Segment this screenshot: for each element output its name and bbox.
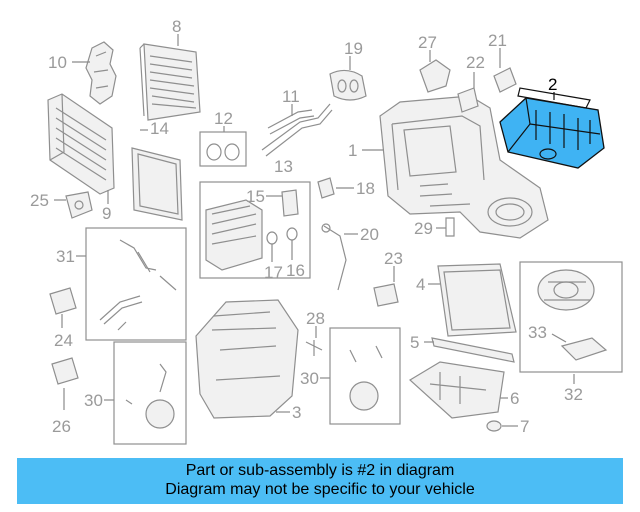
callout-12: 12 [214, 109, 233, 128]
part-7-screw: 7 [486, 417, 529, 436]
part-21-motor: 21 [488, 31, 517, 93]
info-banner: Part or sub-assembly is #2 in diagram Di… [17, 458, 623, 504]
part-13-group: 13 15 17 16 [199, 157, 311, 282]
part-3-lower-housing: 3 [195, 299, 301, 422]
part-12-seals: 12 [199, 109, 247, 167]
callout-18: 18 [356, 179, 375, 198]
callout-4: 4 [416, 275, 425, 294]
part-23-resistor: 23 [373, 249, 403, 307]
callout-28: 28 [306, 309, 325, 328]
part-6-tray: 6 [408, 361, 519, 419]
callout-8: 8 [172, 17, 181, 36]
banner-line-1: Part or sub-assembly is #2 in diagram [185, 462, 455, 479]
part-19-gasket: 19 [329, 39, 367, 101]
callout-7: 7 [520, 417, 529, 436]
part-25-actuator: 25 [30, 191, 93, 219]
callout-10: 10 [48, 53, 67, 72]
callout-13: 13 [274, 157, 293, 176]
callout-25: 25 [30, 191, 49, 210]
part-2-highlighted: 2 [499, 75, 605, 169]
part-22-motor: 22 [457, 53, 485, 113]
part-18-clip: 18 [317, 177, 375, 199]
callout-1: 1 [348, 141, 357, 160]
callout-19: 19 [344, 39, 363, 58]
callout-3: 3 [292, 403, 301, 422]
callout-6: 6 [510, 389, 519, 408]
part-11-pipe: 11 [261, 87, 333, 157]
callout-31: 31 [56, 247, 75, 266]
callout-22: 22 [466, 53, 485, 72]
part-30-left-group: 30 [84, 341, 187, 445]
callout-11: 11 [282, 87, 300, 106]
part-8-heater-core: 8 [139, 17, 201, 121]
part-5-seal: 5 [410, 333, 515, 363]
callout-17: 17 [264, 263, 283, 282]
part-20-sensor: 20 [321, 223, 379, 291]
part-26-actuator: 26 [51, 357, 79, 436]
parts-diagram: 10 8 9 14 25 12 [30, 17, 623, 445]
part-24-actuator: 24 [49, 287, 77, 350]
part-27-bracket: 27 [418, 33, 451, 93]
callout-30a: 30 [84, 391, 103, 410]
part-28-sensor: 28 [305, 309, 325, 356]
callout-16: 16 [286, 261, 305, 280]
callout-26: 26 [52, 417, 71, 436]
part-10-bracket: 10 [48, 41, 117, 105]
callout-15: 15 [246, 187, 265, 206]
part-31-pipes-group: 31 [56, 227, 187, 341]
part-30-right-group: 30 [300, 327, 401, 425]
callout-21: 21 [488, 31, 507, 50]
callout-9: 9 [102, 204, 111, 223]
callout-20: 20 [360, 225, 379, 244]
part-9-evaporator: 9 [47, 93, 115, 223]
banner-line-2: Diagram may not be specific to your vehi… [165, 481, 475, 498]
callout-5: 5 [410, 333, 419, 352]
callout-33: 33 [528, 323, 547, 342]
callout-24: 24 [54, 331, 73, 350]
callout-29: 29 [414, 219, 433, 238]
part-32-blower-group: 33 32 [519, 261, 623, 404]
part-4-filter: 4 [416, 263, 517, 337]
callout-23: 23 [384, 249, 403, 268]
callout-14: 14 [150, 119, 169, 138]
part-29-sensor: 29 [414, 217, 455, 238]
part-14-filter: 14 [131, 119, 183, 221]
callout-30b: 30 [300, 369, 319, 388]
callout-27: 27 [418, 33, 437, 52]
callout-2: 2 [548, 75, 557, 94]
callout-32: 32 [564, 385, 583, 404]
